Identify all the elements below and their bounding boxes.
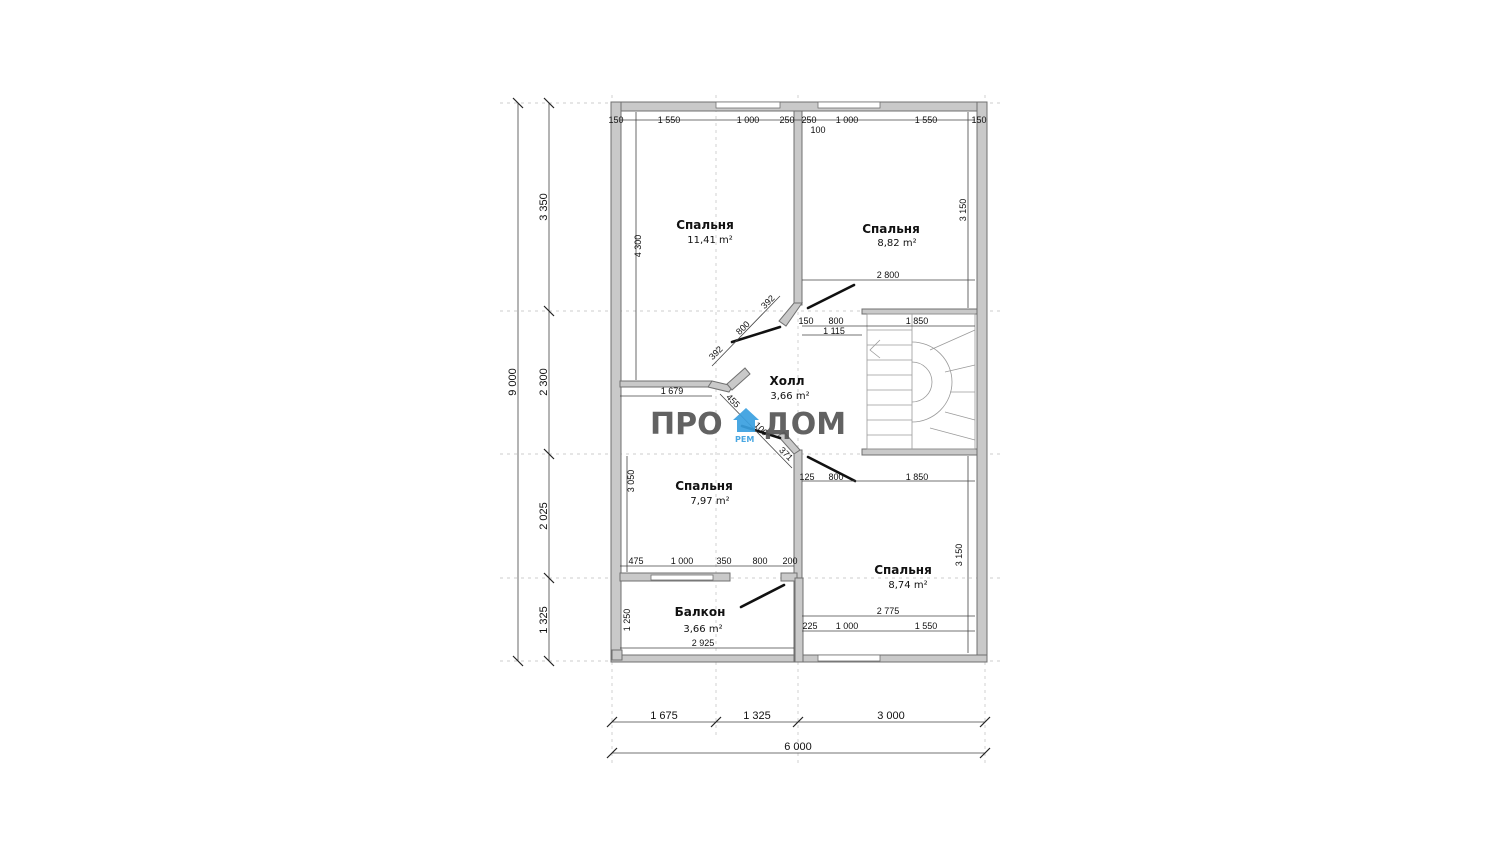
- dim-800-a: 800: [734, 319, 752, 337]
- dim-1850-bottom: 1 850: [906, 472, 929, 482]
- dim-150: 150: [798, 316, 813, 326]
- room-area: 8,82 m²: [877, 238, 916, 249]
- room-area: 7,97 m²: [690, 496, 729, 507]
- dim-125: 125: [799, 472, 814, 482]
- dim-top-4: 250: [779, 115, 794, 125]
- dim-bottom-seg-3: 3 000: [877, 710, 905, 722]
- dim-392-b: 392: [707, 344, 725, 362]
- dim-2925: 2 925: [692, 638, 715, 648]
- dim-455: 455: [724, 392, 742, 410]
- room-hall: Холл 3,66 m²: [769, 374, 809, 402]
- dim-bal-1: 475: [628, 556, 643, 566]
- dim-800-c: 800: [828, 472, 843, 482]
- dim-top-7: 1 550: [915, 115, 938, 125]
- room-bedroom-4: Спальня 8,74 m²: [874, 563, 932, 591]
- logo-text-left: ПРО: [650, 407, 723, 442]
- dim-bot-2: 1 000: [836, 621, 859, 631]
- room-bedroom-1: Спальня 11,41 m²: [676, 218, 734, 246]
- dim-left-total: 9 000: [507, 368, 519, 396]
- room-area: 11,41 m²: [687, 235, 733, 246]
- dim-left-seg-2: 2 300: [538, 368, 550, 396]
- dim-bottom-seg-2: 1 325: [743, 710, 771, 722]
- dim-2800: 2 800: [877, 270, 900, 280]
- room-name: Спальня: [675, 479, 733, 493]
- dim-top-2: 1 550: [658, 115, 681, 125]
- dim-left-seg-3: 2 025: [538, 502, 550, 530]
- dim-bal-5: 200: [782, 556, 797, 566]
- room-area: 8,74 m²: [888, 580, 927, 591]
- dim-top-8: 150: [971, 115, 986, 125]
- dim-1250: 1 250: [622, 609, 632, 632]
- dim-3150-top: 3 150: [958, 199, 968, 222]
- dim-top-6: 1 000: [836, 115, 859, 125]
- dim-3050: 3 050: [626, 470, 636, 493]
- dim-bot-3: 1 550: [915, 621, 938, 631]
- watermark-logo: ПРО ДОМ РЕМ: [650, 407, 846, 444]
- room-name: Холл: [769, 374, 804, 388]
- dim-top-1: 150: [608, 115, 623, 125]
- dim-left-seg-4: 1 325: [538, 606, 550, 634]
- dim-2775: 2 775: [877, 606, 900, 616]
- room-area: 3,66 m²: [770, 391, 809, 402]
- house-icon: [733, 408, 759, 432]
- dim-392-a: 392: [759, 293, 777, 311]
- logo-text-right: ДОМ: [764, 407, 846, 442]
- dim-1115: 1 115: [823, 326, 845, 336]
- dim-top-3: 1 000: [737, 115, 760, 125]
- dim-left-seg-1: 3 350: [538, 193, 550, 221]
- dim-800-b: 800: [828, 316, 843, 326]
- dim-bal-4: 800: [752, 556, 767, 566]
- dim-bottom-seg-1: 1 675: [650, 710, 678, 722]
- room-bedroom-2: Спальня 8,82 m²: [862, 222, 920, 249]
- room-name: Спальня: [874, 563, 932, 577]
- dim-3150-bottom: 3 150: [954, 544, 964, 567]
- dim-100: 100: [810, 125, 825, 135]
- logo-subtext: РЕМ: [735, 435, 754, 444]
- dim-bottom-total: 6 000: [784, 741, 812, 753]
- dim-4300: 4 300: [633, 235, 643, 258]
- staircase: [866, 313, 976, 450]
- dim-bal-2: 1 000: [671, 556, 694, 566]
- dim-1679: 1 679: [661, 386, 684, 396]
- dim-bal-3: 350: [716, 556, 731, 566]
- room-name: Балкон: [675, 605, 726, 619]
- dim-1850-top: 1 850: [906, 316, 929, 326]
- walls: [610, 101, 988, 663]
- room-bedroom-3: Спальня 7,97 m²: [675, 479, 733, 507]
- room-area: 3,66 m²: [683, 624, 722, 635]
- room-balcony: Балкон 3,66 m²: [675, 605, 726, 635]
- inner-dimension-lines: [620, 112, 975, 653]
- construction-grid: [500, 95, 1000, 765]
- outer-dimension-lines: [512, 97, 991, 759]
- dim-bot-1: 225: [802, 621, 817, 631]
- room-name: Спальня: [676, 218, 734, 232]
- room-name: Спальня: [862, 222, 920, 236]
- dim-top-5: 250: [801, 115, 816, 125]
